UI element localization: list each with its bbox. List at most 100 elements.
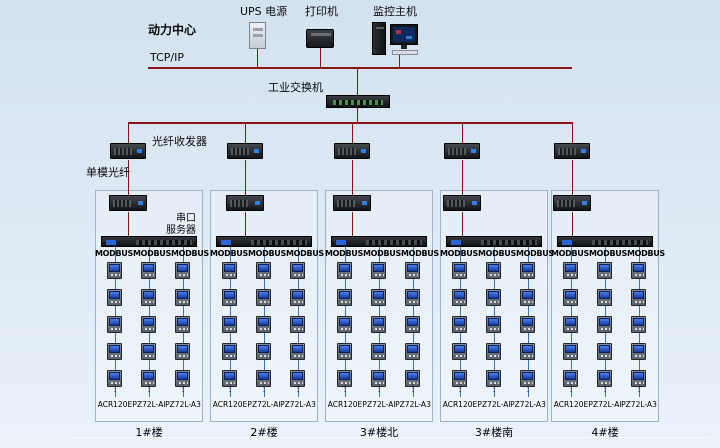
meter-screen xyxy=(454,264,465,272)
meter-screen xyxy=(224,264,235,272)
device-vents xyxy=(448,148,466,155)
power-meter-device xyxy=(452,262,467,279)
modbus-label: MODBUS xyxy=(285,249,324,258)
device-led xyxy=(581,149,586,153)
fiber-transceiver-device xyxy=(444,143,480,159)
meter-buttons xyxy=(145,274,154,276)
power-meter-device xyxy=(486,289,501,306)
building-name-label: 1#楼 xyxy=(135,426,163,439)
meter-model-label: PZ72L-AI xyxy=(477,400,511,409)
power-meter-device xyxy=(405,343,420,360)
meter-screen xyxy=(454,318,465,326)
power-meter-device xyxy=(486,370,501,387)
device-vents xyxy=(114,148,132,155)
device-label-tag xyxy=(451,240,461,245)
power-meter-device xyxy=(631,343,646,360)
serial-transceiver-device xyxy=(333,195,371,211)
meter-screen xyxy=(292,318,303,326)
meter-model-label: PZ72L-A3 xyxy=(621,400,657,409)
power-meter-device xyxy=(256,262,271,279)
power-meter-device xyxy=(290,370,305,387)
power-meter-device xyxy=(222,343,237,360)
meter-buttons xyxy=(375,355,384,357)
device-led xyxy=(254,149,259,153)
meter-screen xyxy=(258,372,269,380)
modbus-label: MODBUS xyxy=(325,249,363,258)
meter-buttons xyxy=(601,382,610,384)
meter-buttons xyxy=(111,355,120,357)
device-led xyxy=(582,201,587,205)
device-vents xyxy=(558,148,576,155)
power-meter-device xyxy=(141,370,156,387)
meter-screen xyxy=(633,264,644,272)
fiber-transceiver-device xyxy=(334,143,370,159)
modbus-label: MODBUS xyxy=(170,249,209,258)
modbus-label: MODBUS xyxy=(400,249,439,258)
serial-server-device xyxy=(557,236,653,247)
building-name-label: 3#楼北 xyxy=(359,426,399,439)
device-vents xyxy=(447,200,465,207)
fiber-link-line xyxy=(245,160,246,195)
meter-screen xyxy=(109,291,120,299)
meter-screen xyxy=(488,264,499,272)
device-ports xyxy=(366,240,422,245)
meter-screen xyxy=(522,372,533,380)
power-meter-device xyxy=(405,316,420,333)
power-meter-device xyxy=(563,316,578,333)
meter-model-label: PZ72L-A3 xyxy=(395,400,431,409)
meter-model-label: PZ72L-AI xyxy=(132,400,166,409)
meter-screen xyxy=(339,345,350,353)
meter-buttons xyxy=(260,328,269,330)
power-meter-device xyxy=(597,343,612,360)
meter-screen xyxy=(292,345,303,353)
meter-screen xyxy=(407,345,418,353)
industrial-switch-device xyxy=(326,95,390,108)
tcpip-bus-line xyxy=(148,67,572,69)
meter-buttons xyxy=(145,328,154,330)
switch-ports xyxy=(333,100,383,105)
more-meters-ellipsis: ⋮ xyxy=(455,384,465,394)
meter-buttons xyxy=(226,274,235,276)
meter-buttons xyxy=(294,355,303,357)
power-meter-device xyxy=(256,316,271,333)
meter-buttons xyxy=(456,301,465,303)
device-ports xyxy=(592,240,648,245)
meter-buttons xyxy=(294,301,303,303)
meter-screen xyxy=(407,318,418,326)
meter-screen xyxy=(109,318,120,326)
modbus-label: MODBUS xyxy=(551,249,589,258)
meter-buttons xyxy=(635,274,644,276)
power-meter-device xyxy=(452,316,467,333)
power-meter-device xyxy=(107,316,122,333)
power-meter-device xyxy=(256,289,271,306)
meter-buttons xyxy=(409,301,418,303)
meter-buttons xyxy=(179,382,188,384)
meter-buttons xyxy=(294,382,303,384)
meter-screen xyxy=(407,372,418,380)
meter-buttons xyxy=(456,355,465,357)
power-meter-device xyxy=(452,370,467,387)
fiber-transceiver-device xyxy=(554,143,590,159)
meter-screen xyxy=(109,372,120,380)
meter-buttons xyxy=(635,382,644,384)
meter-buttons xyxy=(490,355,499,357)
power-meter-device xyxy=(371,289,386,306)
meter-screen xyxy=(292,372,303,380)
connector-line xyxy=(462,122,463,143)
meter-screen xyxy=(488,291,499,299)
meter-buttons xyxy=(341,301,350,303)
meter-buttons xyxy=(524,328,533,330)
device-vents xyxy=(557,200,575,207)
meter-buttons xyxy=(260,274,269,276)
serial-server-device xyxy=(216,236,312,247)
meter-buttons xyxy=(111,274,120,276)
meter-model-label: PZ72L-AI xyxy=(247,400,281,409)
device-ports xyxy=(136,240,192,245)
meter-buttons xyxy=(179,328,188,330)
more-meters-ellipsis: ⋮ xyxy=(144,384,154,394)
power-meter-device xyxy=(371,370,386,387)
fiber-transceiver-label: 光纤收发器 xyxy=(152,135,207,148)
